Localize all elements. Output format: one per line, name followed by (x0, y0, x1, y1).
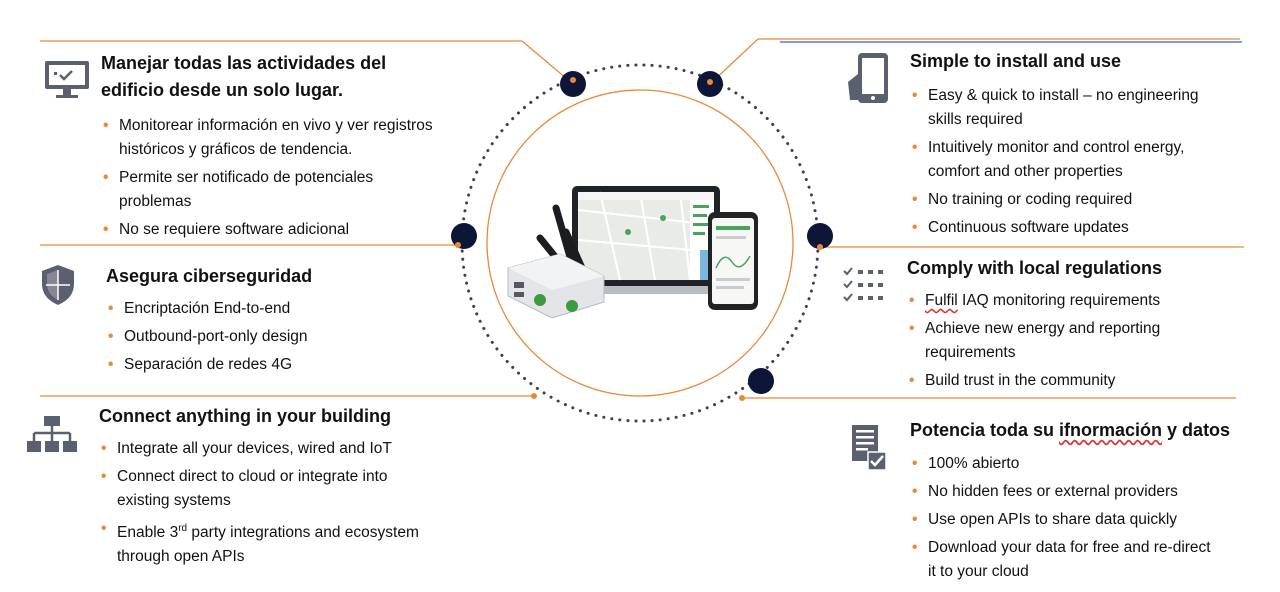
list-item: Continuous software updates (910, 216, 1240, 240)
list-item: Connect direct to cloud or integrate int… (99, 465, 427, 513)
title-text: y datos (1162, 420, 1231, 440)
endpoint-dot (531, 393, 537, 399)
list-item-text: through open APIs (117, 548, 245, 566)
list-item: Download your data for free and re-direc… (910, 536, 1218, 584)
title-text: Potencia toda su (910, 420, 1060, 440)
node-dot (560, 71, 586, 97)
list-item: Permite ser notificado de potenciales pr… (101, 166, 429, 214)
feature-title: Potencia toda su ifnormación y datos (910, 417, 1250, 444)
feature-data: Potencia toda su ifnormación y datos 100… (910, 417, 1250, 588)
list-item: Monitorear información en vivo y ver reg… (101, 114, 461, 162)
list-item: Separación de redes 4G (106, 353, 446, 377)
feature-manage: Manejar todas las actividades del edific… (101, 50, 461, 246)
endpoint-dot (817, 244, 823, 250)
feature-security: Asegura ciberseguridad Encriptación End-… (106, 263, 446, 381)
smartphone-icon (848, 53, 888, 103)
list-item: Fulfil IAQ monitoring requirements (907, 289, 1237, 313)
list-item: Outbound-port-only design (106, 325, 446, 349)
ordinal-suffix: rd (178, 523, 188, 534)
list-item: No hidden fees or external providers (910, 480, 1250, 504)
endpoint-dot (739, 395, 745, 401)
feature-install: Simple to install and use Easy & quick t… (910, 48, 1240, 244)
inner-ring (486, 89, 794, 397)
feature-title: Simple to install and use (910, 51, 1122, 71)
spellcheck-word: Fulfil (925, 292, 958, 309)
list-item: No se requiere software adicional (101, 218, 461, 242)
node-dot (748, 368, 774, 394)
network-icon (27, 416, 77, 452)
node-dot (807, 223, 833, 249)
list-item-text: Enable 3 (117, 524, 179, 542)
feature-title: Connect anything in your building (99, 406, 391, 426)
list-item: Enable 3rd party integrations and ecosys… (99, 517, 459, 569)
list-item: Build trust in the community (907, 369, 1237, 393)
list-item: Encriptación End-to-end (106, 297, 446, 321)
feature-title: Asegura ciberseguridad (106, 266, 313, 286)
feature-comply: Comply with local regulations Fulfil IAQ… (907, 255, 1237, 397)
list-item: Achieve new energy and reporting require… (907, 317, 1215, 365)
list-item-text: IAQ monitoring requirements (957, 292, 1161, 309)
list-item: No training or coding required (910, 188, 1240, 212)
endpoint-dot (455, 242, 461, 248)
list-item: Integrate all your devices, wired and Io… (99, 437, 459, 461)
product-illustration (507, 186, 758, 319)
feature-title: Manejar todas las actividades del edific… (101, 53, 387, 100)
feature-connect: Connect anything in your building Integr… (99, 403, 459, 573)
list-item: Use open APIs to share data quickly (910, 508, 1250, 532)
spellcheck-word: ifnormación (1059, 420, 1163, 440)
monitor-check-icon (45, 61, 89, 98)
endpoint-dot (570, 77, 576, 83)
list-item: 100% abierto (910, 452, 1250, 476)
document-check-icon (852, 425, 887, 471)
list-item: Intuitively monitor and control energy, … (910, 136, 1238, 184)
feature-title: Comply with local regulations (907, 258, 1163, 278)
list-item: Easy & quick to install – no engineering… (910, 84, 1228, 132)
list-item-text: party integrations and ecosystem (187, 524, 419, 542)
checklist-icon (843, 267, 883, 302)
endpoint-dot (707, 79, 713, 85)
shield-icon (42, 265, 74, 305)
